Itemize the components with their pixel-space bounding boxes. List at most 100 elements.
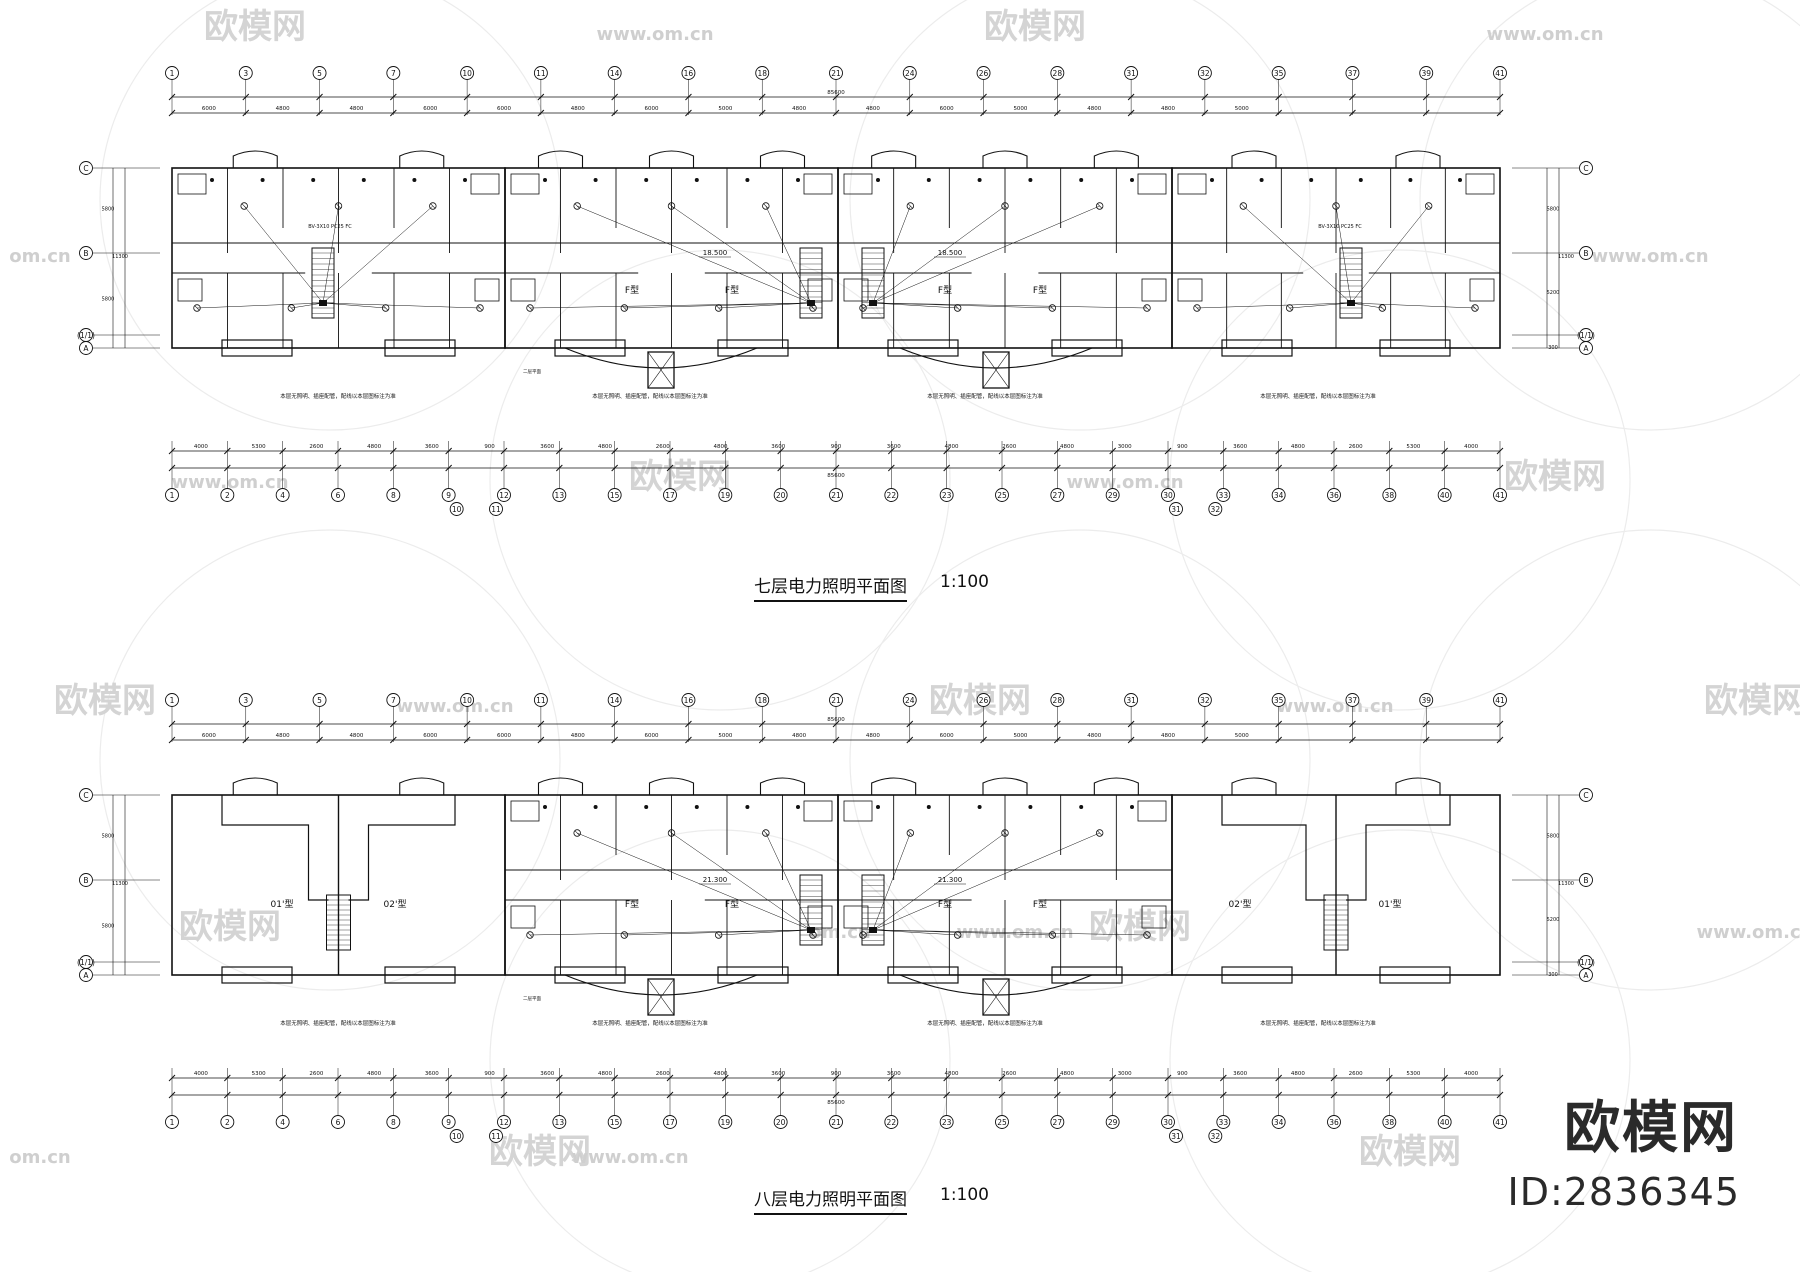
bottom-axis-label: 36 [1329,1118,1339,1127]
bottom-axis-bubble [1216,1115,1231,1129]
bottom-axis-bubble [1161,488,1175,502]
wiring-run [577,832,812,931]
bottom-dim: 2600 [309,444,323,450]
dim-tick [1053,736,1061,744]
top-axis-bubble [1050,693,1065,707]
top-axis-bubble [1345,693,1360,707]
service-room [1137,800,1167,822]
switch-symbol [1210,178,1214,182]
bottom-axis-label: 30 [1163,491,1173,500]
balcony-bay [648,777,695,795]
bottom-sub-axis-bubble [1169,1129,1183,1143]
dim-tick [555,1091,563,1099]
overall-dim: 85600 [827,1100,845,1106]
dim-tick [1385,1091,1393,1099]
right-dim: 5200 [1547,290,1560,296]
watermark-ring [489,249,951,711]
bottom-axis-bubble [497,1115,511,1129]
dim-tick [1422,93,1430,101]
dim-tick [611,447,619,455]
switch-symbol [1309,178,1314,182]
bottom-axis-label: 9 [446,491,451,500]
bottom-dim: 3000 [1118,444,1132,450]
bottom-axis-bubble [552,488,567,502]
wiring-run [872,929,958,936]
bottom-dim: 2600 [1002,444,1016,450]
wiring-run [810,302,814,309]
bottom-dim: 4800 [1060,1071,1074,1077]
top-dim: 4800 [571,106,585,112]
dim-tick [389,93,397,101]
bottom-axis-bubble [884,1115,899,1129]
dim-tick [611,93,619,101]
dim-tick [611,109,619,117]
stair-well [861,247,885,319]
plan-note: 本层无照明、插座配管，配线以本层图标注为准 [592,1019,708,1027]
dim-tick [1219,1074,1227,1082]
bottom-sub-axis-label: 10 [452,1132,462,1141]
bottom-axis-label: 25 [997,1118,1007,1127]
unit-type-label: F型 [625,285,639,296]
bottom-dim: 3600 [887,1071,901,1077]
top-axis-bubble [1197,66,1212,80]
service-room [1465,173,1495,195]
dim-tick [1330,1074,1338,1082]
light-fixture [287,304,296,312]
dim-tick [1164,1091,1172,1099]
switch-symbol [926,805,931,809]
top-axis-label: 14 [610,696,620,705]
top-axis-bubble [312,66,327,80]
balcony-bay [1093,777,1139,795]
bottom-axis-bubble [663,1115,677,1129]
watermark-brand-text: 欧模网 [984,7,1086,47]
wiring-run [872,929,1148,936]
bottom-axis-label: 15 [610,1118,620,1127]
dim-tick [1219,1091,1227,1099]
elevator-shaft [647,351,675,389]
dim-tick [980,736,987,744]
bottom-axis-label: 2 [225,1118,230,1127]
service-room [510,800,540,822]
dim-tick [721,447,729,455]
dim-tick [685,720,692,728]
dim-tick [906,109,914,117]
bottom-axis-label: 19 [721,1118,731,1127]
bottom-axis-bubble [1161,1115,1175,1129]
bottom-dim: 3600 [425,1071,439,1077]
elevator-cross [647,978,675,1016]
wiring-run [322,302,386,309]
balcony [384,966,456,984]
service-room [1469,278,1495,302]
wiring-run [872,302,1053,309]
bottom-axis-bubble [995,488,1009,502]
watermark-site-text: om.cn [809,922,870,943]
right-dim: 300 [1548,972,1558,978]
bottom-sub-axis-bubble [1208,1129,1223,1143]
row-axis-right-bubble [1579,341,1593,355]
switch-symbol [210,178,214,182]
dim-tick [1053,109,1061,117]
dim-tick [832,464,840,472]
dim-tick [832,447,840,455]
dim-tick [1422,109,1430,117]
bottom-dim: 900 [484,1071,495,1077]
bottom-axis-label: 29 [1108,491,1118,500]
bottom-dim: 4800 [714,1071,728,1077]
balcony [221,966,293,984]
row-axis-left-bubble [79,246,93,260]
top-axis-label: 1 [170,696,175,705]
dim-tick [906,93,914,101]
light-fixture-cross [288,305,294,311]
wiring-run [1350,205,1429,304]
wiring-run [1350,302,1383,309]
dim-tick [906,720,914,728]
top-dim: 4800 [792,733,806,739]
bottom-axis-label: 1 [170,1118,175,1127]
dim-tick [1275,109,1283,117]
bottom-dim: 4000 [194,1071,208,1077]
switch-symbol [1028,178,1033,182]
right-dim: 5800 [1547,834,1560,840]
wiring-run [529,929,812,936]
top-axis-bubble [1050,66,1065,80]
top-axis-label: 3 [243,69,248,78]
